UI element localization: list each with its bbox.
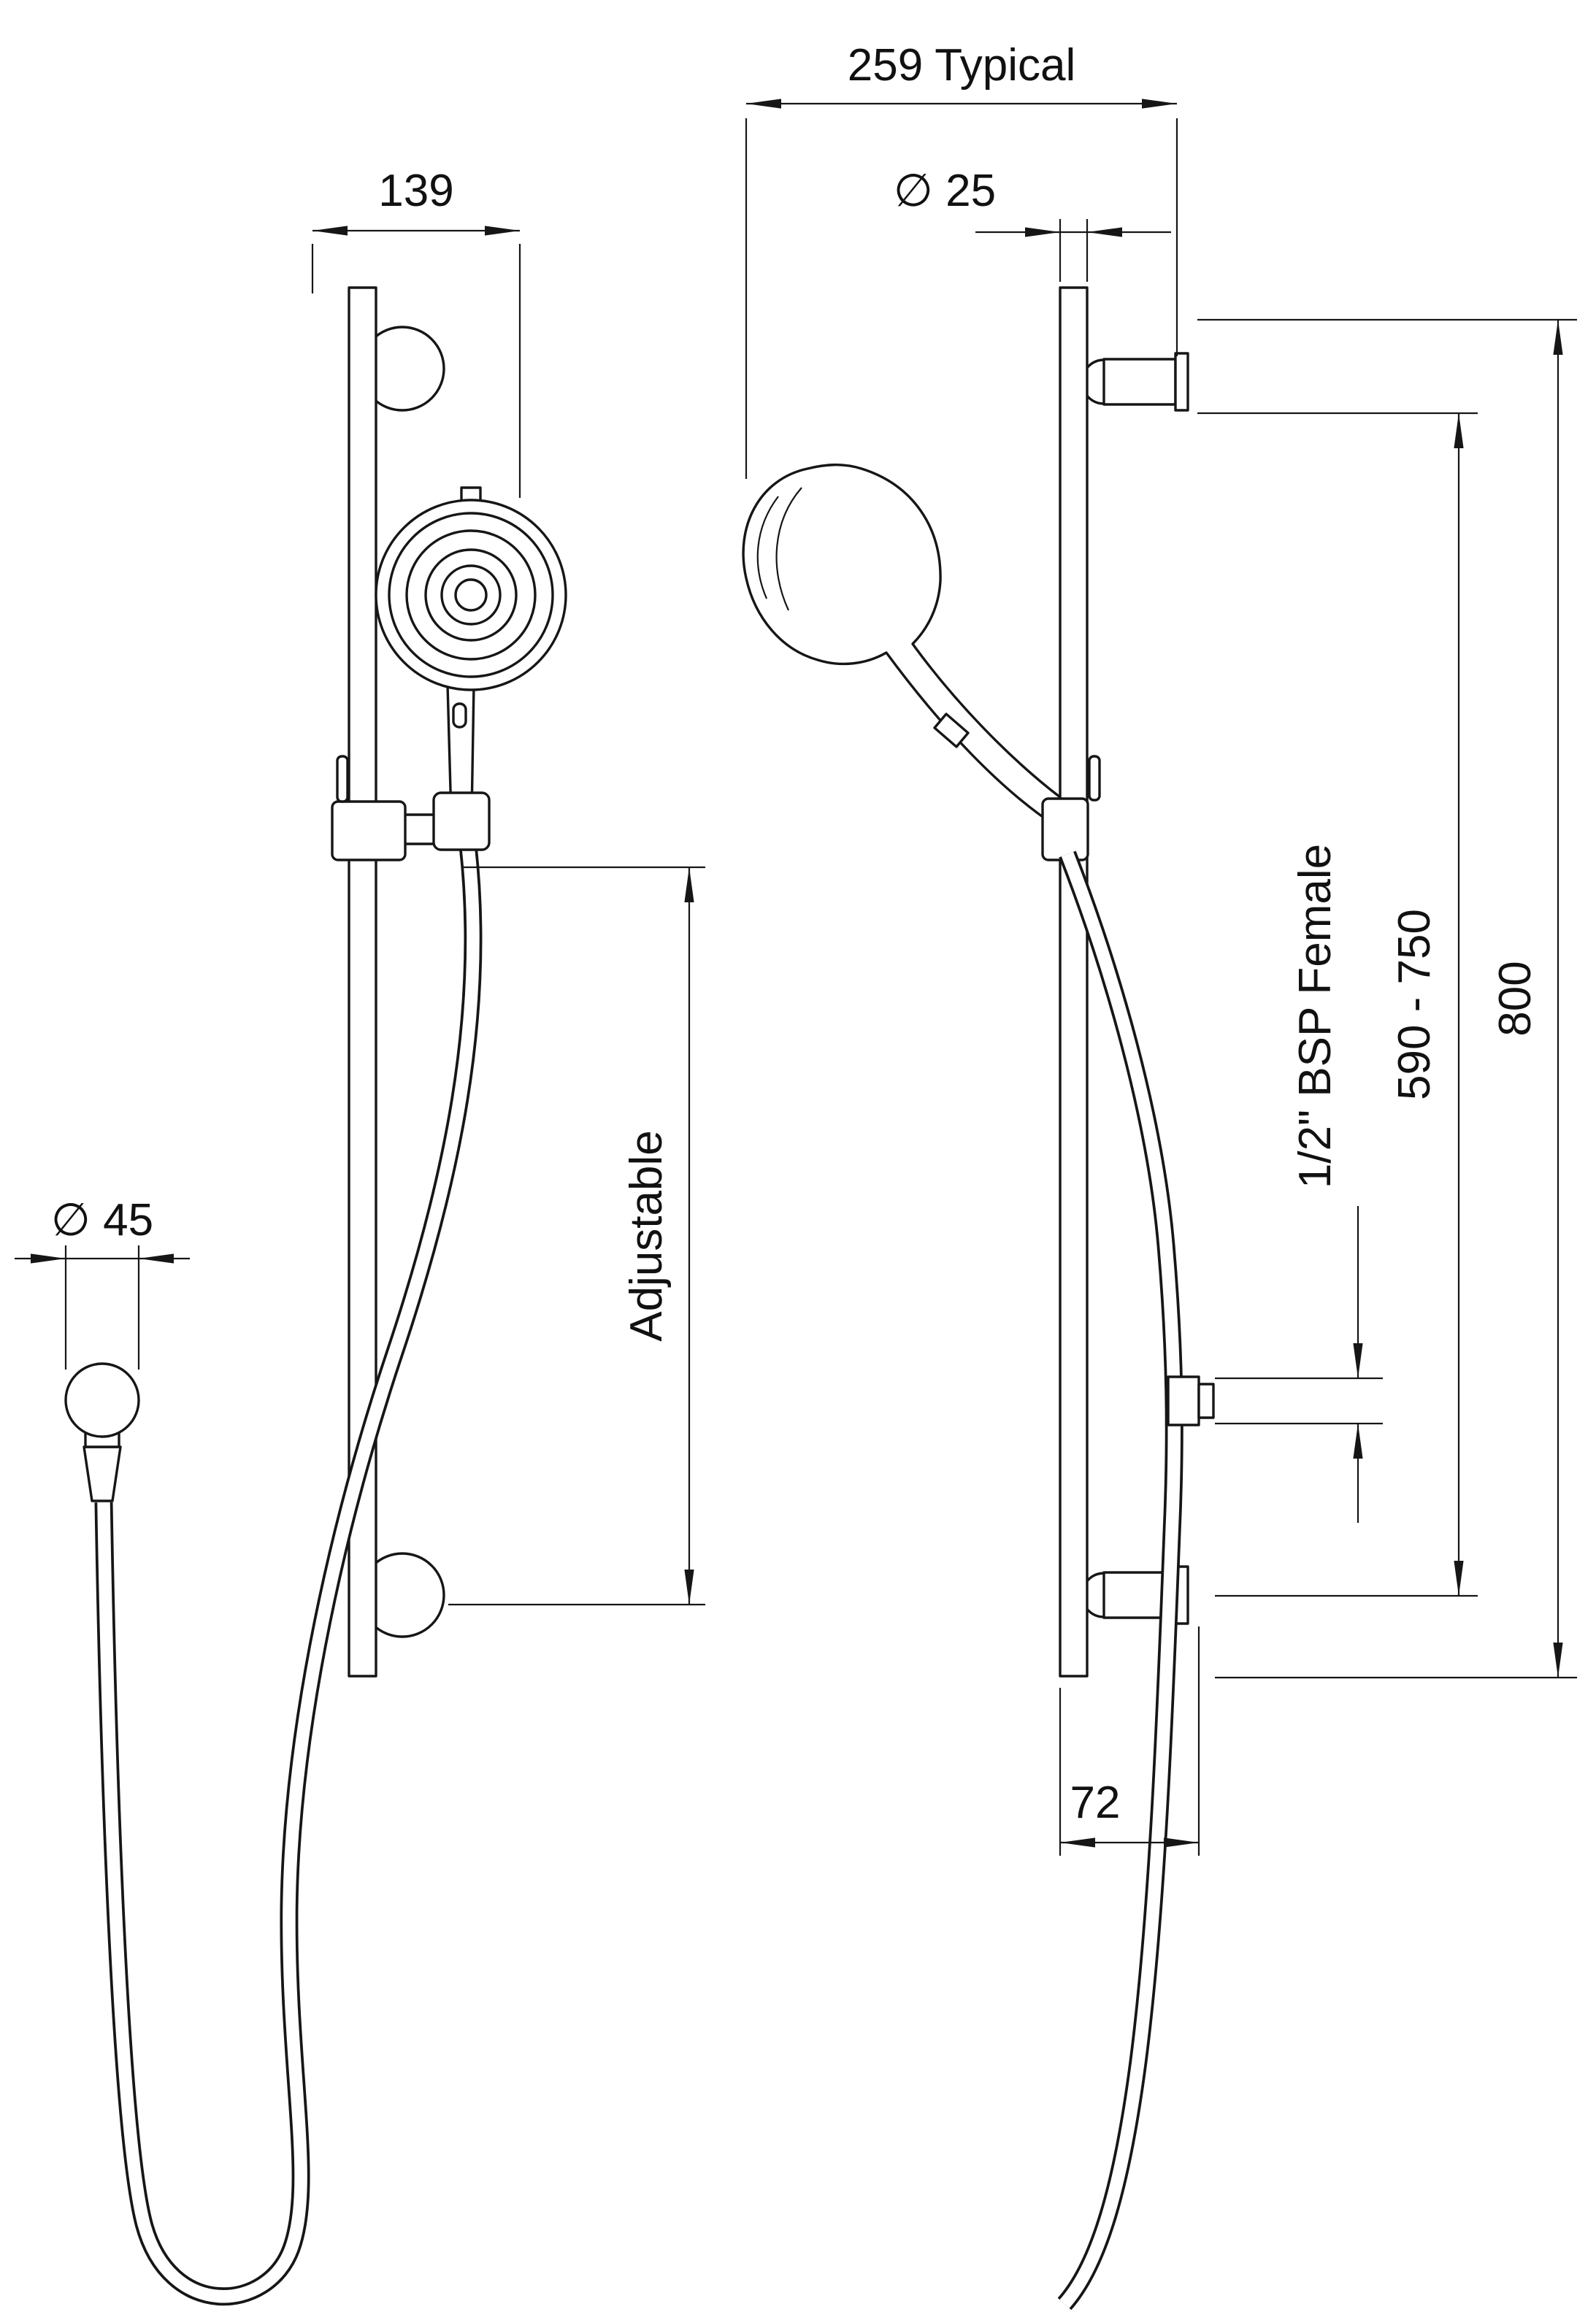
handle-nub-side bbox=[933, 712, 970, 748]
dimension-590-750-label: 590 - 750 bbox=[1389, 909, 1440, 1100]
dimension-259-label: 259 Typical bbox=[848, 40, 1076, 91]
dimension-800: 800 bbox=[1197, 318, 1577, 1679]
shower-rail-side bbox=[1059, 286, 1089, 1678]
slider-release-pin bbox=[336, 755, 349, 803]
dimension-72-label: 72 bbox=[1070, 1778, 1121, 1828]
dimension-adjustable-label: Adjustable bbox=[621, 1130, 672, 1342]
hand-shower-head bbox=[375, 499, 567, 691]
dimension-adjustable: Adjustable bbox=[448, 866, 705, 1606]
handle-mode-button bbox=[452, 702, 467, 729]
front-view bbox=[64, 286, 567, 2306]
shower-hose-side bbox=[1057, 850, 1183, 2311]
handle-holder bbox=[432, 791, 491, 851]
slider-clamp bbox=[331, 800, 407, 861]
dimension-590-750: 590 - 750 bbox=[1197, 412, 1478, 1597]
hand-shower-side bbox=[742, 464, 1062, 826]
dimension-259-typical: 259 Typical bbox=[745, 40, 1178, 479]
wall-mount-top-side bbox=[1081, 352, 1189, 412]
dimension-800-label: 800 bbox=[1490, 961, 1541, 1036]
dimension-139: 139 bbox=[311, 166, 521, 498]
dimension-72: 72 bbox=[1059, 1626, 1200, 1856]
water-inlet-connector bbox=[1167, 1375, 1215, 1426]
dimension-dia45-label: ∅ 45 bbox=[51, 1195, 153, 1245]
slider-pin-side bbox=[1088, 755, 1101, 802]
slider-clamp-side bbox=[1041, 797, 1089, 861]
dimension-139-label: 139 bbox=[378, 166, 453, 216]
dimension-bsp-label: 1/2" BSP Female bbox=[1290, 844, 1340, 1188]
side-view bbox=[742, 286, 1215, 2311]
dimension-dia25: ∅ 25 bbox=[894, 166, 1171, 282]
head-pivot-notch bbox=[460, 486, 482, 502]
dimension-dia25-label: ∅ 25 bbox=[894, 166, 996, 216]
shower-hose bbox=[94, 844, 483, 2306]
wall-elbow bbox=[64, 1362, 140, 1502]
dimension-dia45: ∅ 45 bbox=[15, 1195, 190, 1370]
dimension-bsp-female: 1/2" BSP Female bbox=[1215, 844, 1383, 1523]
